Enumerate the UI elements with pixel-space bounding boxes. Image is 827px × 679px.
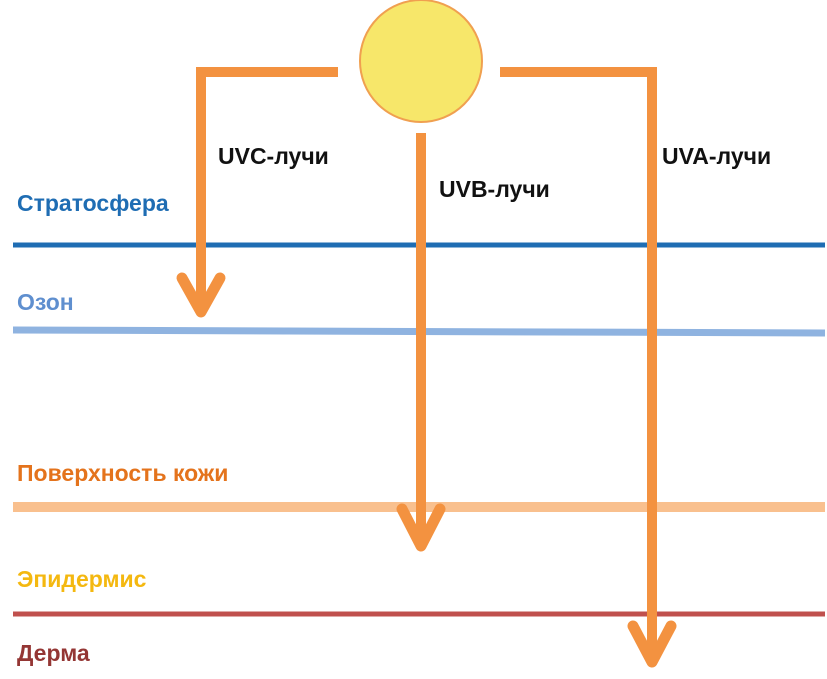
uva-ray-label: UVA-лучи [662,143,772,169]
skin-surface-label: Поверхность кожи [17,460,229,486]
uvb-ray-label: UVB-лучи [439,176,550,202]
uvc-ray-label: UVC-лучи [218,143,329,169]
stratosphere-label: Стратосфера [17,190,169,216]
ozone-label: Озон [17,289,74,315]
uva-ray-arrow [500,67,677,668]
uvc-ray-arrow [176,67,338,318]
epidermis-label: Эпидермис [17,566,147,592]
sun-icon [359,0,483,123]
dermis-label: Дерма [17,640,90,666]
uvb-ray-arrow [396,133,446,552]
